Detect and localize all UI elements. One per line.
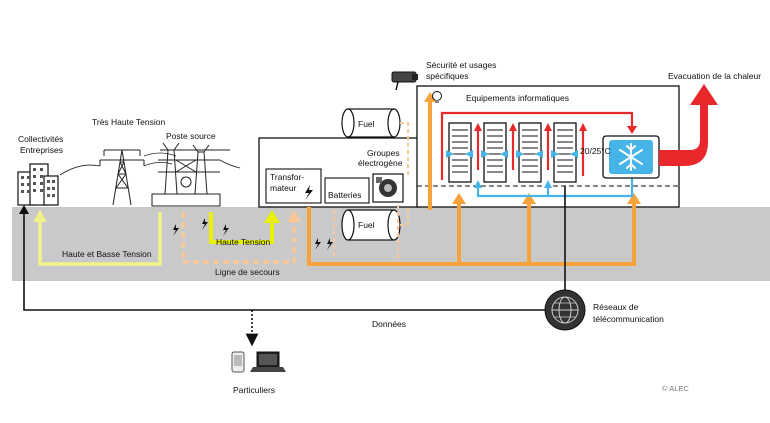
label-groupes-2: électrogène [358, 158, 403, 168]
globe-icon [544, 289, 586, 331]
label-haute-basse-tension: Haute et Basse Tension [62, 249, 152, 259]
label-reseaux-1: Réseaux de [593, 302, 639, 312]
transformer-box [265, 168, 322, 204]
pylon-icon [59, 149, 177, 206]
server-rack [483, 122, 507, 183]
label-groupes-1: Groupes [367, 148, 400, 158]
backup-line [181, 212, 296, 264]
server-rack [448, 122, 472, 183]
light-bulb-icon [432, 91, 442, 103]
orange-arrowhead-2 [522, 193, 536, 204]
label-evacuation: Evacuation de la chaleur [668, 71, 761, 81]
lightning-icon [305, 185, 313, 200]
high-voltage-arrowhead [264, 210, 280, 223]
cold-air-arrowheads [446, 150, 578, 188]
label-fuel-top: Fuel [358, 119, 375, 129]
building-icon [17, 163, 59, 206]
label-batteries: Batteries [328, 190, 362, 200]
low-voltage-arrowhead [33, 210, 47, 222]
copyright-text: © ALEC [662, 384, 689, 393]
substation-icon [151, 142, 241, 207]
label-particuliers: Particuliers [233, 385, 275, 395]
fuel-tank-top [341, 108, 401, 138]
snowflake-icon [619, 143, 643, 171]
label-fuel-bottom: Fuel [358, 220, 375, 230]
label-donnees: Données [372, 319, 406, 329]
phone-icon [231, 351, 245, 373]
orange-arrowhead-4 [424, 92, 436, 102]
hot-air-flow [440, 111, 634, 180]
label-ligne-secours: Ligne de secours [215, 267, 280, 277]
ground-lightning-icons [173, 218, 333, 250]
power-distribution-lines [307, 100, 636, 266]
server-rack [518, 122, 542, 183]
telecom-arrowhead [19, 205, 29, 214]
high-voltage-line [209, 212, 274, 244]
batteries-box [324, 177, 370, 204]
laptop-icon [250, 351, 286, 372]
fuel-tank-bottom [341, 209, 401, 241]
label-entreprises: Entreprises [20, 145, 63, 155]
label-reseaux-2: télécommunication [593, 314, 664, 324]
label-securite-2: spécifiques [426, 71, 469, 81]
orange-arrowhead-1 [452, 193, 466, 204]
hot-air-arrowheads [474, 123, 637, 134]
label-poste-source: Poste source [166, 131, 216, 141]
backup-arrowhead [287, 210, 301, 222]
server-racks [448, 122, 577, 183]
camera-icon [391, 71, 418, 91]
label-transformateur-2: mateur [270, 183, 297, 193]
label-transformateur-1: Transfor- [270, 172, 304, 182]
label-collectivites: Collectivités [18, 134, 63, 144]
generator-icon [372, 173, 404, 203]
server-rack [553, 122, 577, 183]
label-equipements: Equipements informatiques [466, 93, 569, 103]
heat-evacuation-arrow [659, 84, 718, 166]
orange-arrowhead-3 [627, 193, 641, 204]
fuel-lines [333, 122, 409, 259]
label-securite-1: Sécurité et usages [426, 60, 496, 70]
low-voltage-line [38, 212, 162, 266]
label-temperature: 20/25°C [580, 146, 611, 156]
label-tres-haute-tension: Très Haute Tension [92, 117, 166, 127]
label-haute-tension: Haute Tension [216, 237, 270, 247]
telecom-lines [23, 186, 566, 311]
